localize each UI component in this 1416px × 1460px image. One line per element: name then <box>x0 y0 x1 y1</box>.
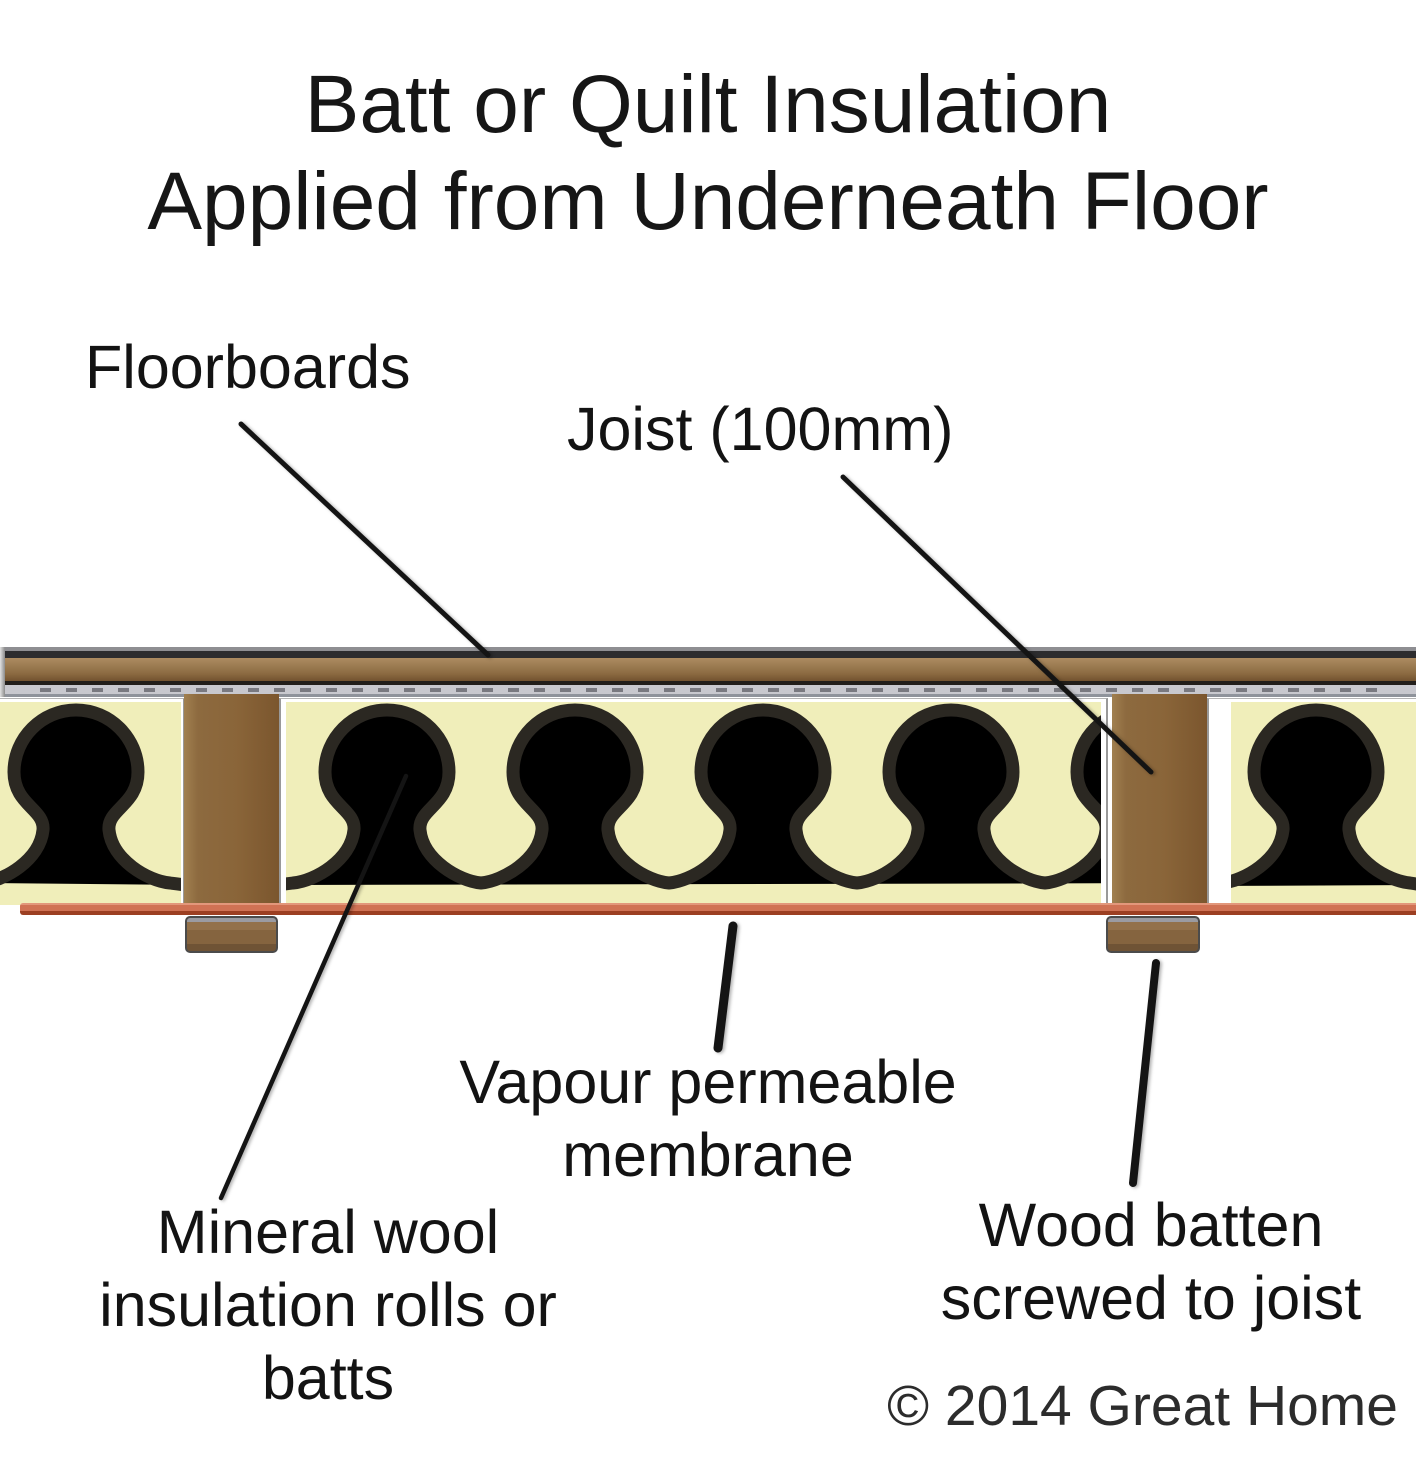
label-mineral-line-2: insulation rolls or batts <box>99 1271 557 1412</box>
wood-batten-right <box>1106 916 1200 953</box>
copyright-text: © 2014 Great Home <box>887 1374 1398 1438</box>
mineral-wool-wave-right <box>1231 703 1416 891</box>
insulation-batt-right-fill <box>1231 702 1416 905</box>
wood-batten-left <box>185 916 278 953</box>
label-batten-line-2: screwed to joist <box>940 1264 1362 1332</box>
joist-left <box>184 694 279 908</box>
floorboards-layer <box>0 658 1416 681</box>
label-floorboards: Floorboards <box>85 333 411 401</box>
label-joist: Joist (100mm) <box>567 395 954 463</box>
label-mineral-wool: Mineral wool insulation rolls or batts <box>28 1196 628 1415</box>
mineral-wool-wave-middle <box>286 703 1101 891</box>
insulation-batt-left <box>0 698 185 905</box>
label-mineral-line-1: Mineral wool <box>156 1198 500 1266</box>
page-title: Batt or Quilt Insulation Applied from Un… <box>0 56 1416 250</box>
subfloor-bottom-edge <box>0 694 1416 697</box>
leader-line-floorboards <box>238 421 491 658</box>
vapour-membrane-layer <box>20 903 1416 915</box>
label-vapour-line-1: Vapour permeable <box>459 1048 957 1116</box>
title-line-1: Batt or Quilt Insulation <box>304 59 1112 150</box>
leader-line-vapour-membrane <box>713 921 738 1053</box>
deck-left-end-cap <box>0 647 5 697</box>
subfloor-fixing-dashes <box>40 688 1380 692</box>
floorboard-underside-edge <box>0 681 1416 685</box>
label-batten-line-1: Wood batten <box>978 1191 1324 1259</box>
floorboard-top-edge <box>0 647 1416 651</box>
mineral-wool-wave-left <box>0 703 181 892</box>
leader-line-wood-batten <box>1129 959 1160 1187</box>
label-vapour-line-2: membrane <box>562 1121 854 1189</box>
floorboard-dark-band <box>0 651 1416 658</box>
insulation-batt-middle <box>279 698 1108 905</box>
label-wood-batten: Wood batten screwed to joist <box>851 1189 1416 1335</box>
subfloor-gray-strip <box>0 685 1416 694</box>
title-line-2: Applied from Underneath Floor <box>147 156 1269 247</box>
label-vapour-membrane: Vapour permeable membrane <box>408 1046 1008 1192</box>
insulation-batt-left-fill <box>0 702 181 905</box>
insulation-batt-right <box>1207 698 1416 905</box>
joist-right <box>1112 694 1207 912</box>
insulation-batt-middle-fill <box>286 702 1101 905</box>
